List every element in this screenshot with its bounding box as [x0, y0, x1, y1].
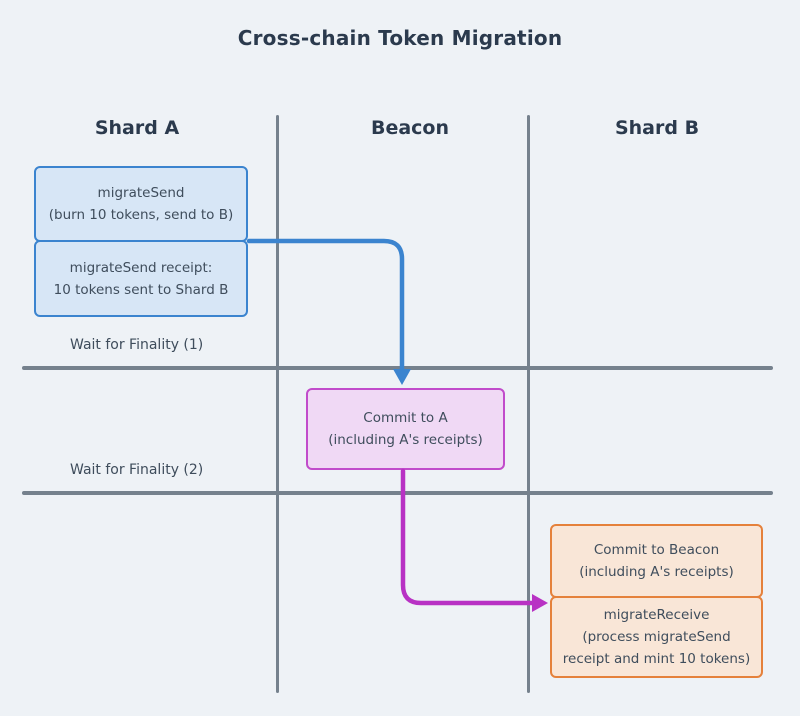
commit-to-beacon-line-1: Commit to Beacon [593, 542, 720, 558]
migrate-receive-line-2: (process migrateSend [582, 629, 731, 645]
migrate-send-receipt-line-1: migrateSend receipt: [69, 259, 213, 276]
migrate-send-receipt-line-2: 10 tokens sent to Shard B [53, 281, 229, 298]
send-to-commit-arrow-line [246, 238, 405, 373]
migrate-send-line-1: migrateSend [97, 185, 185, 201]
finality-line-1 [22, 366, 773, 370]
column-header-shard-a: Shard A [94, 117, 180, 139]
commit-to-receive-arrowhead [532, 594, 548, 612]
migrate-send-receipt-box: migrateSend receipt: 10 tokens sent to S… [34, 240, 248, 317]
wait-finality-1-label: Wait for Finality (1) [70, 337, 204, 353]
column-header-beacon: Beacon [370, 117, 450, 139]
commit-to-a-box: Commit to A (including A's receipts) [306, 388, 505, 470]
send-to-commit-arrowhead [393, 369, 411, 385]
lane-divider-right [527, 115, 530, 693]
commit-to-a-line-1: Commit to A [363, 410, 448, 426]
commit-to-a-line-2: (including A's receipts) [328, 432, 483, 448]
migrate-send-box: migrateSend (burn 10 tokens, send to B) [34, 166, 248, 242]
commit-to-beacon-line-2: (including A's receipts) [579, 564, 734, 580]
migrate-receive-line-3: receipt and mint 10 tokens) [562, 651, 751, 667]
commit-to-beacon-box: Commit to Beacon (including A's receipts… [550, 524, 763, 598]
finality-line-2 [22, 491, 773, 495]
column-header-shard-b: Shard B [614, 117, 700, 139]
migrate-receive-line-1: migrateReceive [603, 607, 710, 623]
migrate-send-line-2: (burn 10 tokens, send to B) [48, 207, 234, 223]
lane-divider-left [276, 115, 279, 693]
wait-finality-2-label: Wait for Finality (2) [70, 462, 204, 478]
diagram-title: Cross-chain Token Migration [237, 26, 563, 50]
migrate-receive-box: migrateReceive (process migrateSend rece… [550, 596, 763, 678]
